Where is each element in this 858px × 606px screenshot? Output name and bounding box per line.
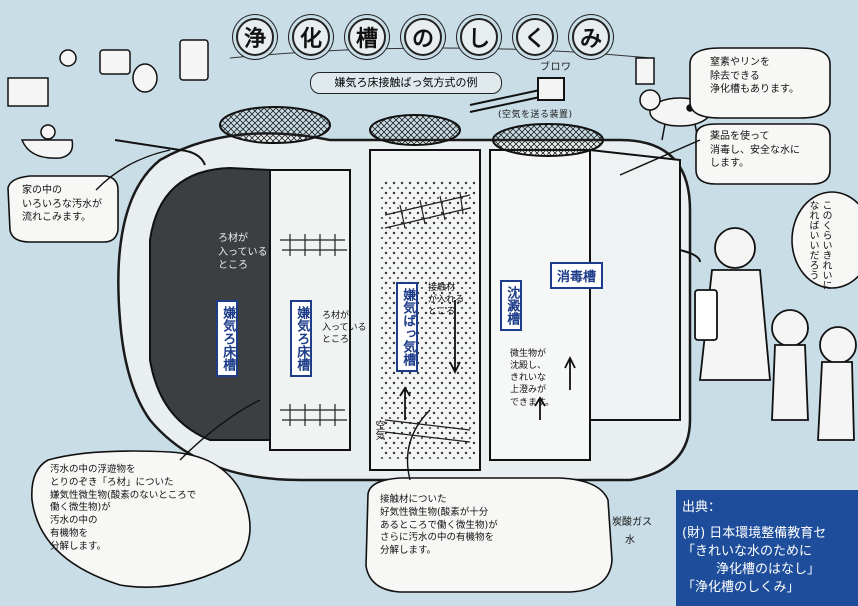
blower-pipe [469, 89, 541, 113]
air-device-label: (空気を送る装置) [498, 110, 573, 120]
note-water: 水 [625, 535, 635, 546]
filter-grids [280, 191, 471, 443]
title-char-3: 槽 [348, 18, 386, 56]
note-filter-media-1: ろ材が 入っている ところ [218, 233, 268, 271]
source-heading: 出典： [682, 500, 722, 515]
scientist-figure [694, 227, 771, 381]
flow-arrows [399, 300, 576, 420]
note-anaerobic-microbes: 汚水の中の浮遊物を とりのぞき「ろ材」についた 嫌気性微生物(酸素のないところで… [50, 464, 197, 552]
title-char-6: く [516, 18, 554, 56]
source-line-4: 「浄化槽のしくみ」 [682, 580, 800, 595]
note-filter-media-2: ろ材が 入っている ところ [322, 311, 367, 346]
blower-box [537, 77, 565, 101]
note-contact-media: 接触材 が入れる ところ [428, 283, 465, 318]
speech-bubbles [7, 47, 858, 593]
household-appliances [7, 39, 209, 159]
tank-label-settling: 沈澱槽 [500, 280, 523, 331]
tank-label-anaerobic-1: 嫌気ろ床槽 [216, 300, 239, 377]
manhole-covers [219, 106, 604, 157]
note-carbon-gas: 炭酸ガス [612, 517, 652, 528]
note-clean-water: このくらいきれいに なればいいだろう [807, 200, 831, 290]
note-nitrogen: 窒素やリンを 除去できる 浄化槽もあります。 [710, 57, 799, 95]
title-char-5: し [460, 18, 498, 56]
tank-label-aeration: 嫌気ばっ気槽 [396, 282, 419, 372]
tank-label-disinfection: 消毒槽 [550, 262, 604, 289]
source-line-2: 「きれいな水のために [682, 544, 813, 559]
air-label: 空気 [373, 420, 384, 440]
source-line-1: (財) 日本環境整備教育セ [682, 526, 827, 541]
note-home-wastewater: 家の中の いろいろな汚水が 流れこみます。 [22, 185, 102, 223]
chemical-bottle [635, 57, 655, 85]
note-settling: 微生物が 沈殿し、 きれいな 上澄みが できます。 [510, 349, 555, 408]
callout-lines [95, 139, 701, 481]
source-box: 出典： (財) 日本環境整備教育セ 「きれいな水のために 浄化槽のはなし」 「浄… [676, 490, 858, 606]
blower-label: ブロワ [540, 62, 572, 73]
title-char-7: み [572, 18, 610, 56]
title-char-2: 化 [292, 18, 330, 56]
inlet-pipe [114, 139, 206, 166]
title-char-1: 浄 [236, 18, 274, 56]
note-aerobic-microbes: 接触材についた 好気性微生物(酸素が十分 あるところで働く微生物)が さらに汚水… [380, 494, 498, 557]
mother-figure [59, 49, 77, 67]
source-line-3: 浄化槽のはなし」 [716, 562, 821, 577]
subtitle: 嫌気ろ床接触ばっ気方式の例 [310, 72, 502, 94]
child-bath-figure [40, 124, 56, 140]
note-disinfect: 薬品を使って 消毒し、安全な水に します。 [710, 131, 800, 169]
outlet-pipe [679, 249, 701, 263]
children-figures [771, 309, 857, 441]
title-char-4: の [404, 18, 442, 56]
tank-label-anaerobic-2: 嫌気ろ床槽 [290, 300, 313, 377]
